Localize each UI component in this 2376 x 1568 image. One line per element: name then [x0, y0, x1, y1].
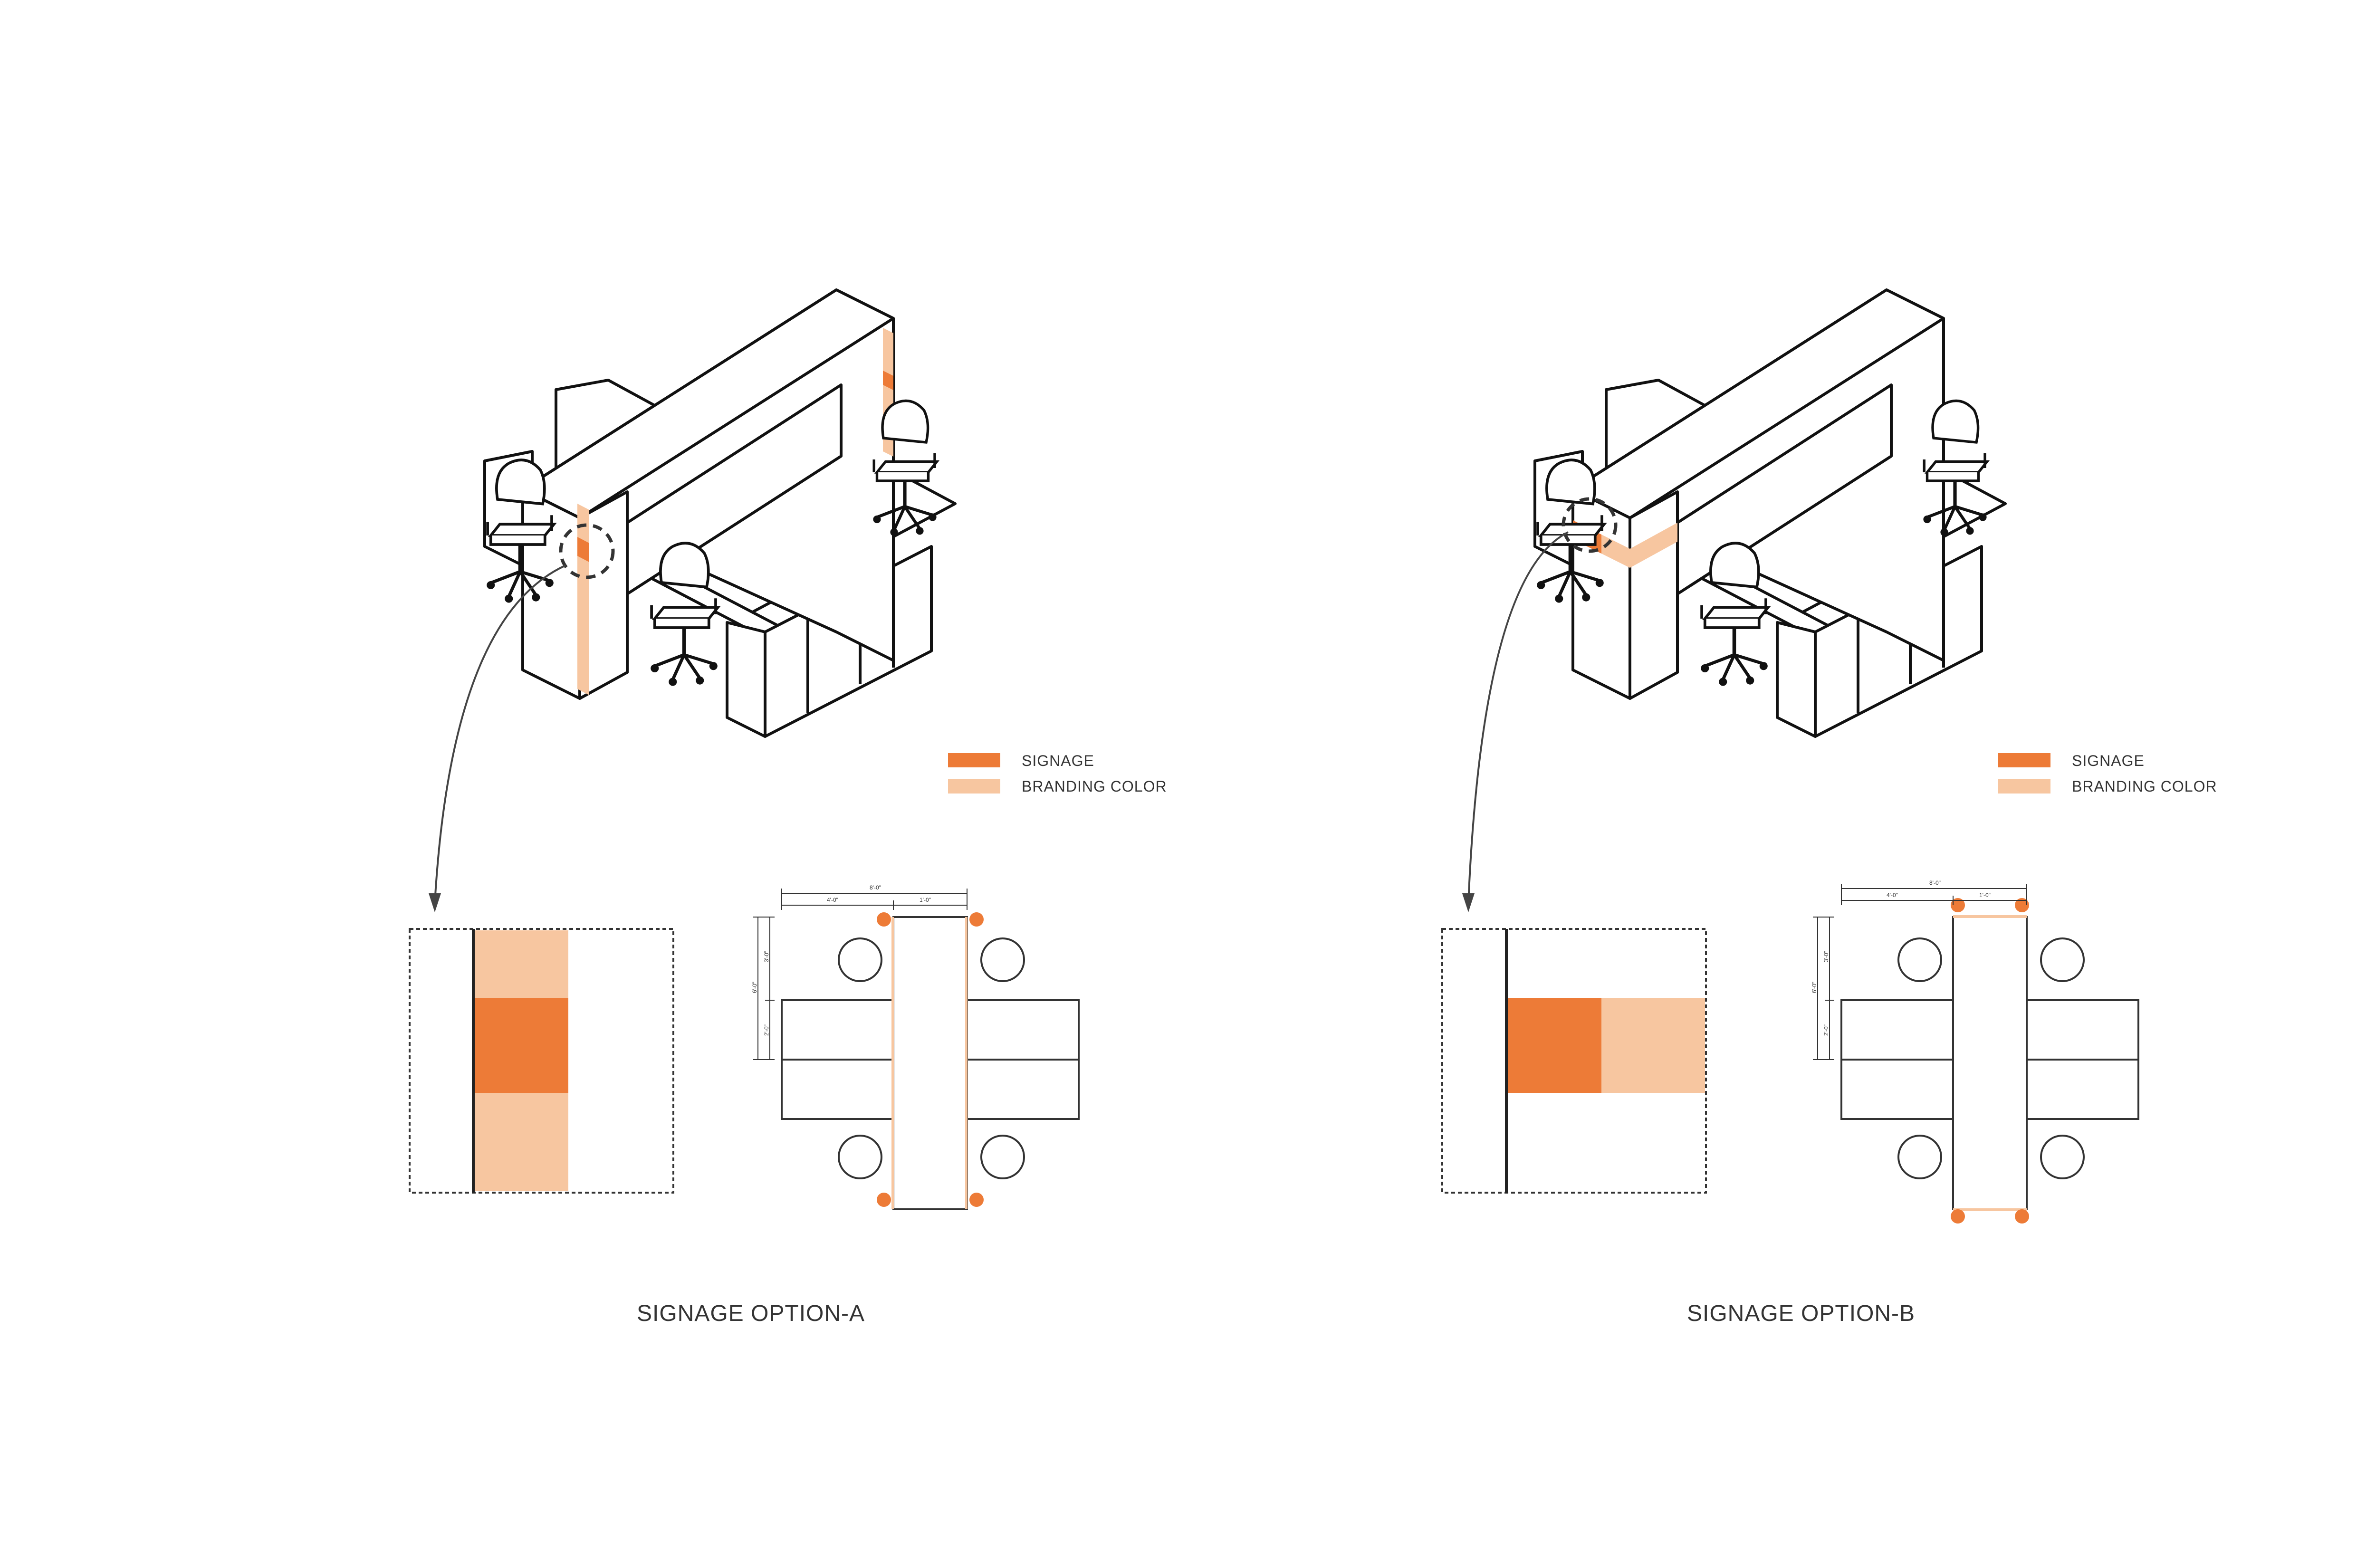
option-a-marker-1 [877, 912, 891, 927]
option-b-plan-desk-br [2026, 1059, 2139, 1120]
option-a-dim-top-right: 1'-0" [920, 897, 931, 903]
option-a-plan-desk-bl [781, 1059, 894, 1120]
option-a-legend-branding-label: BRANDING COLOR [1022, 778, 1167, 795]
option-a-callout [429, 523, 615, 912]
option-a-plan-center-desk [892, 916, 968, 1210]
option-b-plan-center-desk [1952, 916, 2028, 1210]
option-b-plan-chair-4 [2040, 1135, 2085, 1179]
option-b-leader-line [1467, 531, 1569, 903]
option-a-plan-desk-tr [966, 999, 1080, 1061]
option-b-dim-side-upper: 3'-0" [1823, 951, 1830, 962]
option-a-detail-signage-panel [475, 998, 568, 1093]
option-b-leader-arrowhead [1462, 893, 1475, 912]
option-b-legend-signage-swatch [1998, 753, 2050, 767]
option-b-group: SIGNAGE BRANDING COLOR [1441, 288, 2217, 1326]
option-a-marker-2 [969, 912, 984, 927]
option-a-plan-signage-markers [877, 912, 984, 1207]
option-b-plan-chair-2 [2040, 937, 2085, 982]
option-a-dimensions [753, 889, 968, 1060]
option-a-dim-side-total: 6'-0" [751, 982, 758, 993]
option-a-chair-front [651, 543, 718, 686]
option-b-plan-desk-tl [1840, 999, 1954, 1061]
option-a-leader-arrowhead [429, 893, 441, 912]
option-b-caption: SIGNAGE OPTION-B [1687, 1301, 1915, 1326]
option-b-plan-chair-1 [1897, 937, 1942, 982]
option-b-dim-top-right: 1'-0" [1979, 892, 1991, 899]
option-a-dim-top-total: 8'-0" [870, 884, 881, 891]
option-a-callout-circle [559, 523, 615, 579]
option-b-chair-front [1701, 543, 1768, 686]
option-b-legend-signage-label: SIGNAGE [2072, 752, 2145, 769]
option-a-leader-line [434, 564, 566, 903]
option-a-dim-side-lower: 2'-0" [763, 1024, 770, 1036]
option-a-plan [781, 916, 1080, 1210]
option-b-plan-desk-bl [1840, 1059, 1954, 1120]
option-a-legend-signage-swatch [948, 753, 1000, 767]
option-a-legend-branding-swatch [948, 779, 1000, 794]
option-a-plan-desk-br [966, 1059, 1080, 1120]
option-a-group: SIGNAGE BRANDING COLOR [409, 288, 1167, 1326]
option-b-legend-branding-label: BRANDING COLOR [2072, 778, 2217, 795]
option-a-plan-chair-4 [980, 1135, 1025, 1179]
option-a-dim-top-left: 4'-0" [827, 897, 838, 903]
option-b-marker-4 [2015, 1209, 2029, 1224]
option-a-plan-desk-tl [781, 999, 894, 1061]
option-a-marker-3 [877, 1193, 891, 1207]
option-b-detail-view [1441, 928, 1707, 1194]
option-b-dimensions [1813, 884, 2027, 1060]
option-a-legend: SIGNAGE BRANDING COLOR [948, 752, 1167, 795]
option-a-legend-signage-label: SIGNAGE [1022, 752, 1094, 769]
option-b-marker-2 [2015, 898, 2029, 912]
option-b-dim-top-left: 4'-0" [1887, 892, 1898, 899]
option-a-plan-chair-2 [980, 937, 1025, 982]
option-a-plan-chair-3 [838, 1135, 882, 1179]
option-a-isometric-workstation [483, 288, 957, 738]
option-b-plan-signage-markers [1951, 898, 2029, 1224]
option-b-marker-1 [1951, 898, 1965, 912]
option-a-marker-4 [969, 1193, 984, 1207]
option-b-plan-chair-3 [1897, 1135, 1942, 1179]
option-b-plan-desk-tr [2026, 999, 2139, 1061]
option-b-dim-side-total: 6'-0" [1811, 982, 1818, 993]
option-b-callout [1462, 497, 1618, 912]
option-b-marker-3 [1951, 1209, 1965, 1224]
option-b-plan [1840, 915, 2139, 1211]
option-b-dim-side-lower: 2'-0" [1823, 1024, 1830, 1036]
option-b-legend: SIGNAGE BRANDING COLOR [1998, 752, 2217, 795]
option-b-callout-circle [1562, 497, 1618, 553]
option-a-dim-side-upper: 3'-0" [763, 951, 770, 962]
option-b-detail-signage-panel [1508, 998, 1601, 1093]
option-b-legend-branding-swatch [1998, 779, 2050, 794]
option-b-dim-top-total: 8'-0" [1929, 880, 1941, 886]
option-a-caption: SIGNAGE OPTION-A [637, 1301, 865, 1326]
option-a-plan-chair-1 [838, 937, 882, 982]
option-a-detail-view [409, 928, 674, 1194]
